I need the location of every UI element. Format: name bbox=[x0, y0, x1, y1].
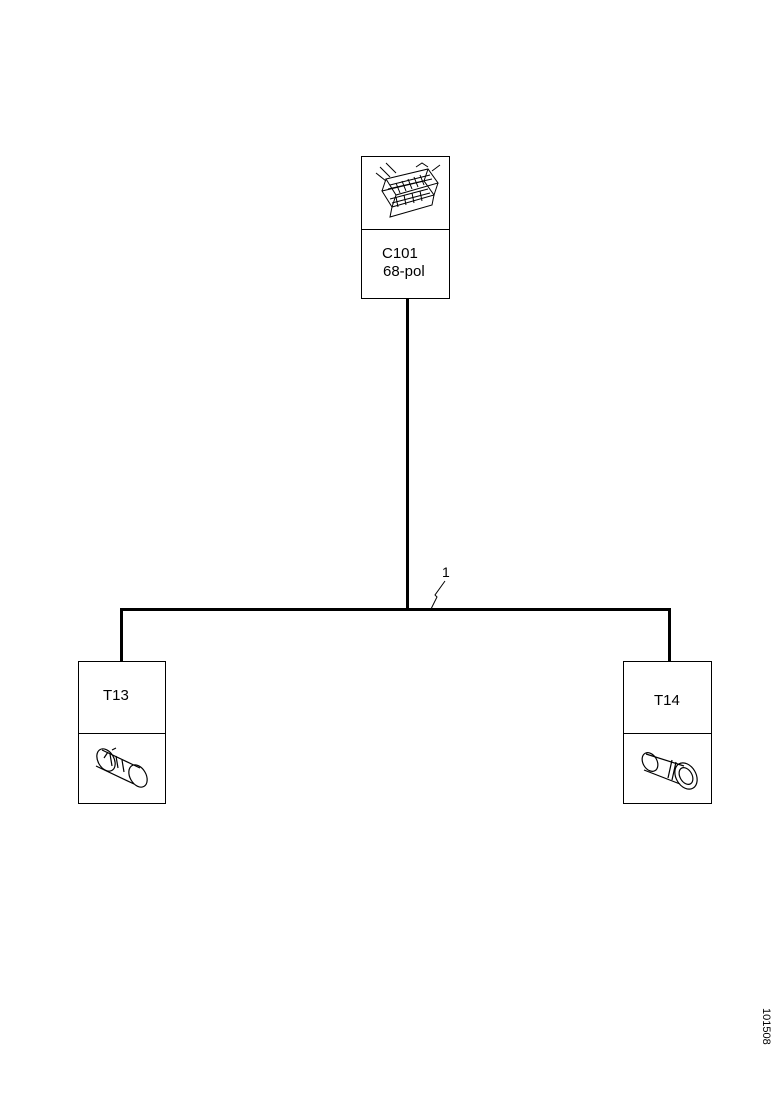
multi-pin-connector-icon bbox=[362, 157, 449, 227]
connector-id: C101 bbox=[382, 245, 418, 262]
terminal-id: T14 bbox=[654, 692, 680, 709]
terminal-t13[interactable]: T13 bbox=[78, 661, 166, 804]
wire-number-label: 1 bbox=[442, 564, 450, 580]
wire-number-leader bbox=[430, 580, 446, 610]
wire-drop-right bbox=[668, 608, 671, 662]
round-terminal-icon bbox=[79, 734, 165, 804]
terminal-id: T13 bbox=[103, 687, 129, 704]
wire-drop-left bbox=[120, 608, 123, 662]
connector-c101[interactable]: C101 68-pol bbox=[361, 156, 450, 299]
terminal-divider bbox=[79, 733, 165, 734]
connector-divider bbox=[362, 229, 449, 230]
wire-horizontal-bus bbox=[120, 608, 671, 611]
connector-pin-count: 68-pol bbox=[383, 263, 425, 280]
round-terminal-icon bbox=[624, 734, 711, 804]
terminal-divider bbox=[624, 733, 711, 734]
figure-reference-number: 101508 bbox=[760, 1008, 772, 1045]
wire-trunk-vertical bbox=[406, 298, 409, 610]
terminal-t14[interactable]: T14 bbox=[623, 661, 712, 804]
